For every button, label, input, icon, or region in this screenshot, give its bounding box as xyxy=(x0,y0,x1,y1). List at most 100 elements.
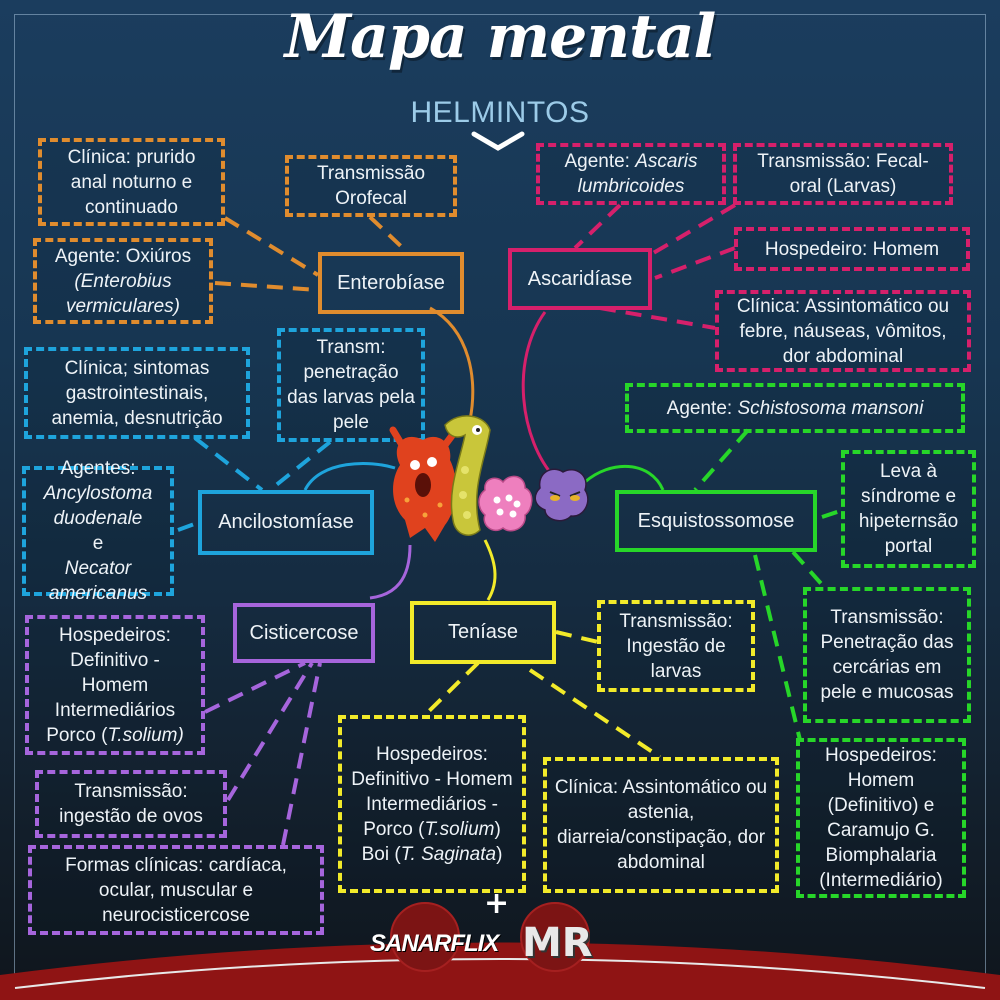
line-ascaridiase-transmissao xyxy=(648,203,737,257)
ancilostomiase-join: e xyxy=(92,533,104,554)
cisticercose-hospedeiros-species: T.solium) xyxy=(107,724,184,746)
ancilostomiase-clinica-text: Clínica; sintomas gastrointestinais, ane… xyxy=(51,357,223,429)
line-ascaridiase-agente xyxy=(573,203,622,250)
line-cisti-transmissao xyxy=(226,661,314,802)
node-cisticercose-label: Cisticercose xyxy=(249,621,359,644)
chevron-down-icon xyxy=(471,131,525,151)
cisticercose-transmissao: Transmissão: ingestão de ovos xyxy=(35,770,227,838)
line-ancilo-clinica xyxy=(193,436,264,492)
node-ascaridiase[interactable]: Ascaridíase xyxy=(508,248,652,310)
curve-ancilostomiase xyxy=(303,462,396,491)
line-esquisto-agente xyxy=(693,428,750,492)
orange-germ-icon xyxy=(389,421,464,542)
curve-ascaridiase xyxy=(521,311,557,480)
esquistossomose-agente-prefix: Agente: xyxy=(666,397,733,419)
ancilostomiase-species-1: Ancylostoma duodenale xyxy=(43,483,153,529)
esquistossomose-agente-species: Schistosoma mansoni xyxy=(737,397,924,419)
line-ancilo-transmissao xyxy=(268,440,332,492)
sanarflix-logo: SANARFLIX xyxy=(370,930,499,957)
line-esquisto-transmissao xyxy=(791,550,827,590)
ascaridiase-hospedeiro-text: Hospedeiro: Homem xyxy=(764,238,940,260)
node-ancilostomiase-label: Ancilostomíase xyxy=(218,511,354,533)
curve-teniase xyxy=(483,539,497,601)
cisticercose-hospedeiros-main: Hospedeiros: Definitivo - Homem Intermed… xyxy=(46,624,176,746)
node-enterobiase-label: Enterobíase xyxy=(337,271,445,294)
teniase-hospedeiros-mid: ) Boi ( xyxy=(361,818,501,865)
enterobiase-agente-prefix: Agente: Oxiúros xyxy=(54,245,192,267)
page-subtitle: HELMINTOS xyxy=(410,96,590,129)
ascaridiase-clinica-text: Clínica: Assintomático ou febre, náuseas… xyxy=(736,295,950,367)
esquistossomose-agente: Agente: Schistosoma mansoni xyxy=(625,383,965,433)
teniase-hospedeiros-end: ) xyxy=(496,843,503,865)
enterobiase-transmissao: Transmissão Orofecal xyxy=(285,155,457,217)
esquistossomose-hospedeiros: Hospedeiros: Homem (Definitivo) e Caramu… xyxy=(796,738,966,898)
line-teniase-transmissao xyxy=(555,630,599,644)
teniase-hospedeiros-text: Hospedeiros: Definitivo - Homem Intermed… xyxy=(348,742,516,867)
cisticercose-hospedeiros: Hospedeiros: Definitivo - Homem Intermed… xyxy=(25,615,205,755)
enterobiase-agente: Agente: Oxiúros (Enterobius vermiculares… xyxy=(33,238,213,324)
line-enterobiase-clinica xyxy=(223,216,320,277)
esquistossomose-agente-line: Agente: Schistosoma mansoni xyxy=(667,396,924,421)
plus-sign: + xyxy=(484,886,510,921)
line-enterobiase-transmissao xyxy=(368,215,407,252)
node-ancilostomiase[interactable]: Ancilostomíase xyxy=(198,490,374,555)
teniase-clinica-text: Clínica: Assintomático ou astenia, diarr… xyxy=(554,777,768,873)
esquistossomose-sindrome-text: Leva à síndrome e hipeternsão portal xyxy=(858,461,959,557)
sanarflix-circle-icon xyxy=(390,902,460,972)
line-cisti-formas xyxy=(281,662,322,846)
ancilostomiase-clinica: Clínica; sintomas gastrointestinais, ane… xyxy=(24,347,250,439)
ascaridiase-transmissao: Transmissão: Fecal-oral (Larvas) xyxy=(733,143,953,205)
teniase-hospedeiros: Hospedeiros: Definitivo - Homem Intermed… xyxy=(338,715,526,893)
ascaridiase-transmissao-text: Transmissão: Fecal-oral (Larvas) xyxy=(757,151,929,197)
line-teniase-clinica xyxy=(528,668,662,759)
line-ascaridiase-hospedeiro xyxy=(654,246,736,280)
germs-illustration xyxy=(389,415,589,542)
ancilostomiase-species-2: Necator americanus xyxy=(48,558,148,604)
ancilostomiase-agentes-prefix: Agentes: xyxy=(60,458,136,479)
curve-cisticercose xyxy=(369,544,412,600)
teniase-transmissao-text: Transmissão: Ingestão de larvas xyxy=(619,610,733,682)
curve-enterobiase xyxy=(429,306,475,421)
teniase-hospedeiros-main: Hospedeiros: Definitivo - Homem Intermed… xyxy=(351,743,513,840)
node-teniase[interactable]: Teníase xyxy=(410,601,556,664)
mr-circle-icon xyxy=(520,902,590,972)
line-esquisto-sindrome xyxy=(821,508,844,519)
line-cisti-hospedeiros xyxy=(204,661,306,714)
ascaridiase-hospedeiro: Hospedeiro: Homem xyxy=(734,227,970,271)
curve-esquistossomose xyxy=(584,464,665,491)
esquistossomose-transmissao-text: Transmissão: Penetração das cercárias em… xyxy=(820,607,954,703)
node-esquistossomose[interactable]: Esquistossomose xyxy=(615,490,817,552)
mr-logo: MR xyxy=(522,920,593,966)
ascaridiase-agente-species: Ascaris lumbricoides xyxy=(577,151,698,197)
enterobiase-transmissao-text: Transmissão Orofecal xyxy=(316,163,426,209)
node-cisticercose[interactable]: Cisticercose xyxy=(233,603,375,663)
yellow-worm-icon xyxy=(444,415,491,536)
page-title: Mapa mental xyxy=(284,2,717,72)
ascaridiase-clinica: Clínica: Assintomático ou febre, náuseas… xyxy=(715,290,971,372)
teniase-species-1: T.solium xyxy=(424,818,495,840)
cisticercose-hospedeiros-text: Hospedeiros: Definitivo - Homem Intermed… xyxy=(35,623,195,748)
teniase-species-2: T. Saginata xyxy=(400,843,497,865)
ascaridiase-agente-line: Agente: Ascaris lumbricoides xyxy=(546,149,716,199)
esquistossomose-hospedeiros-text: Hospedeiros: Homem (Definitivo) e Caramu… xyxy=(819,745,943,891)
cisticercose-formas-text: Formas clínicas: cardíaca, ocular, muscu… xyxy=(65,854,287,926)
node-ascaridiase-label: Ascaridíase xyxy=(527,267,633,290)
enterobiase-clinica: Clínica: prurido anal noturno e continua… xyxy=(38,138,225,226)
ancilostomiase-transmissao: Transm: penetração das larvas pela pele xyxy=(277,328,425,442)
node-enterobiase[interactable]: Enterobíase xyxy=(318,252,464,314)
enterobiase-agente-species: (Enterobius vermiculares) xyxy=(65,270,181,317)
enterobiase-clinica-text: Clínica: prurido anal noturno e continua… xyxy=(67,146,196,218)
ascaridiase-agente-prefix: Agente: xyxy=(564,151,630,172)
ancilostomiase-transmissao-text: Transm: penetração das larvas pela pele xyxy=(287,337,415,433)
cisticercose-transmissao-text: Transmissão: ingestão de ovos xyxy=(59,781,203,827)
pink-germ-icon xyxy=(478,475,533,532)
line-ascaridiase-clinica xyxy=(599,306,716,330)
esquistossomose-transmissao: Transmissão: Penetração das cercárias em… xyxy=(803,587,971,723)
cisticercose-formas: Formas clínicas: cardíaca, ocular, muscu… xyxy=(28,845,324,935)
teniase-transmissao: Transmissão: Ingestão de larvas xyxy=(597,600,755,692)
purple-germ-icon xyxy=(534,468,589,522)
ancilostomiase-agentes: Agentes: Ancylostoma duodenale e Necator… xyxy=(22,458,174,604)
ascaridiase-agente: Agente: Ascaris lumbricoides xyxy=(536,143,726,205)
